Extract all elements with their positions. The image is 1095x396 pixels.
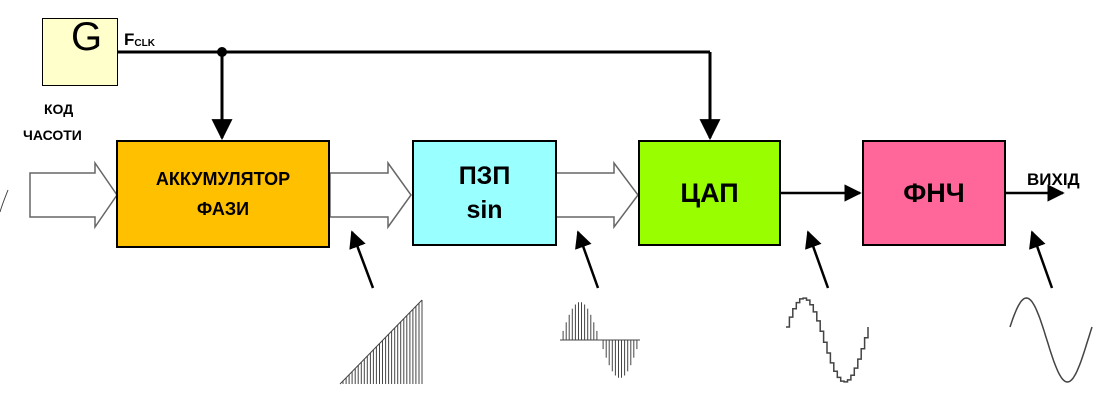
probe-arrow-4 bbox=[1029, 230, 1054, 289]
dac-block: ЦАП bbox=[638, 140, 781, 246]
probe-arrow-1 bbox=[349, 230, 375, 289]
rom-to-dac-bus-arrow bbox=[555, 160, 639, 230]
stepped-sine-path bbox=[786, 297, 869, 383]
clock-line bbox=[118, 47, 721, 141]
accumulator-to-rom-bus-arrow bbox=[329, 160, 412, 230]
probe-arrow-3 bbox=[805, 230, 830, 289]
clock-label: FCLK bbox=[124, 30, 155, 50]
lpf-label: ФНЧ bbox=[903, 177, 965, 208]
input-label-line1: КОД bbox=[44, 101, 74, 117]
rom-label-line1: ПЗП bbox=[458, 162, 511, 190]
accumulator-label-line1: АККУМУЛЯТОР bbox=[155, 169, 291, 189]
stepped-sine-waveform bbox=[786, 297, 869, 383]
accumulator-label-line2: ФАЗИ bbox=[196, 199, 250, 219]
clock-label-subscript: CLK bbox=[134, 38, 155, 49]
slide-decoration-curve bbox=[0, 189, 9, 213]
low-pass-filter-block: ФНЧ bbox=[862, 140, 1006, 246]
generator-symbol: G bbox=[71, 15, 103, 59]
probe-arrow-2 bbox=[575, 230, 600, 289]
clock-generator-box: G bbox=[42, 15, 118, 86]
smooth-sine-waveform bbox=[1009, 297, 1093, 383]
output-label: ВИХІД bbox=[1027, 170, 1080, 189]
clock-label-main: F bbox=[124, 30, 135, 49]
ramp-waveform bbox=[339, 299, 423, 385]
smooth-sine-path bbox=[1009, 297, 1093, 383]
input-bus-arrow bbox=[29, 160, 118, 230]
phase-accumulator-block: АККУМУЛЯТОР ФАЗИ bbox=[116, 140, 330, 248]
rom-sine-block: ПЗП sin bbox=[412, 140, 557, 246]
input-label-line2: ЧАСОТИ bbox=[23, 127, 82, 143]
input-label: КОД ЧАСОТИ bbox=[23, 101, 82, 144]
ramp-envelope bbox=[339, 299, 423, 385]
rom-label-line2: sin bbox=[466, 196, 503, 224]
sampled-sine-waveform bbox=[560, 302, 640, 378]
dac-label: ЦАП bbox=[680, 177, 739, 208]
